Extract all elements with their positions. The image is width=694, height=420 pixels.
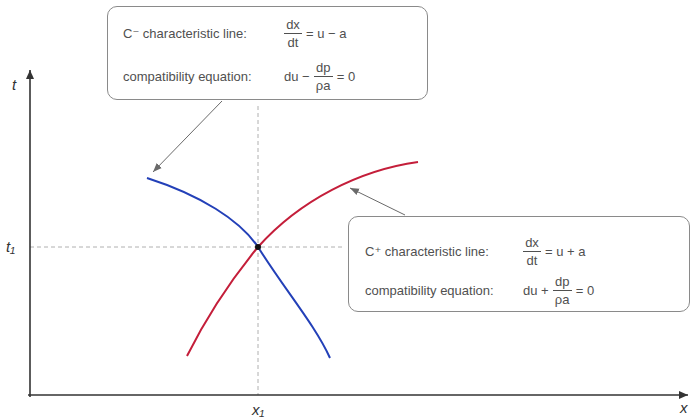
callout-heading: compatibility equation:: [365, 283, 494, 299]
fraction-numerator: dp: [553, 274, 572, 291]
fraction-numerator: dp: [314, 60, 333, 77]
equation-term: du −: [284, 69, 310, 85]
callout-heading: C⁻ characteristic line:: [123, 26, 247, 42]
x-axis: [28, 394, 688, 396]
fraction-denominator: ρa: [553, 292, 572, 308]
callout-box: C⁺ characteristic line: dxdt= u + a compat…: [348, 216, 690, 312]
equation-term: = 0: [576, 283, 594, 299]
leader-line: [153, 101, 222, 172]
fraction-numerator: dx: [523, 235, 541, 252]
t-axis: [29, 70, 31, 397]
callout-heading: compatibility equation:: [123, 69, 252, 85]
axis-label: t₁: [6, 238, 15, 256]
guide-line: [30, 247, 345, 248]
fraction-denominator: dt: [284, 35, 302, 51]
callout-heading: C⁺ characteristic line:: [365, 244, 489, 260]
callout-box: C⁻ characteristic line: dxdt= u − a compat…: [107, 6, 428, 100]
guide-line: [258, 106, 259, 395]
equation-term: = 0: [337, 69, 355, 85]
axis-label: t: [12, 76, 16, 94]
axis-label: x₁: [252, 401, 264, 419]
fraction-numerator: dx: [284, 17, 302, 34]
fraction-denominator: ρa: [314, 78, 333, 94]
fraction-denominator: dt: [523, 253, 541, 269]
equation-term: = u + a: [545, 244, 585, 260]
equation-term: du +: [523, 283, 549, 299]
leader-line: [350, 188, 405, 215]
axis-label: x: [680, 399, 688, 417]
intersection-dot: [255, 244, 261, 250]
equation-term: = u − a: [306, 26, 346, 42]
c-minus-curve: [147, 178, 330, 358]
